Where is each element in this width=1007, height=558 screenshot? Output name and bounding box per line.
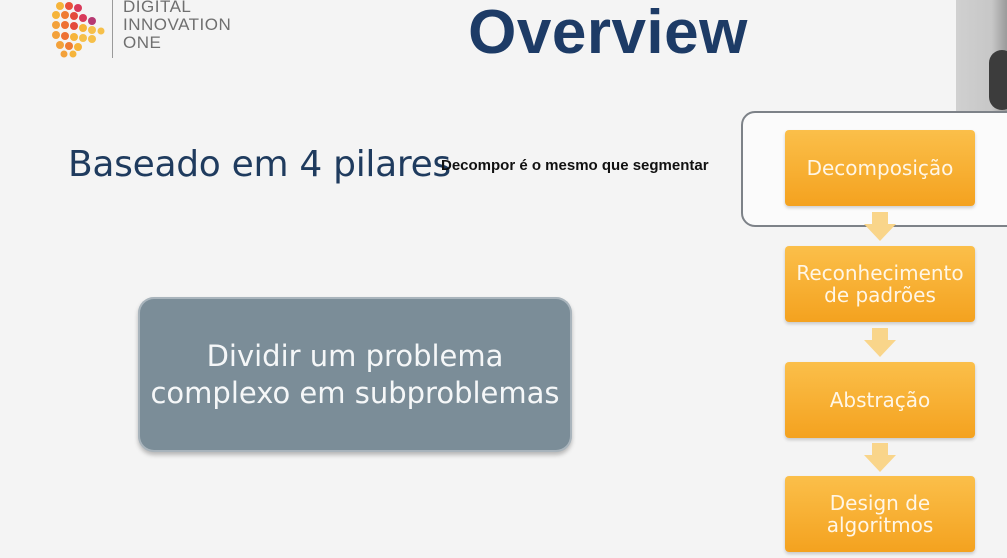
logo-line-3: ONE [123, 33, 162, 52]
webcam-thumbnail [956, 0, 1007, 111]
pillar-design-algoritmos: Design de algoritmos [785, 476, 975, 552]
logo-dots-icon [52, 2, 105, 58]
pillar-label-line-1: Reconhecimento [796, 261, 964, 285]
logo-divider [112, 0, 113, 58]
logo-line-1: DIGITAL [123, 0, 192, 16]
pillar-abstracao: Abstração [785, 362, 975, 438]
logo-line-2: INNOVATION [123, 15, 232, 34]
pillar-label-line-1: Design de [829, 491, 931, 515]
down-arrow-icon [864, 212, 896, 241]
definition-box: Dividir um problema complexo em subprobl… [138, 297, 572, 452]
down-arrow-icon [864, 328, 896, 357]
slide-subtitle: Baseado em 4 pilares [68, 144, 451, 185]
pillar-decomposicao: Decomposição [785, 130, 975, 206]
annotation-note: Decompor é o mesmo que segmentar [441, 157, 709, 174]
pillar-label-line-1: Abstração [829, 388, 931, 412]
presenter-silhouette [989, 50, 1007, 110]
pillar-reconhecimento: Reconhecimento de padrões [785, 246, 975, 322]
pillar-label-line-1: Decomposição [806, 156, 954, 180]
definition-line-2: complexo em subproblemas [150, 375, 560, 410]
logo-text: DIGITAL INNOVATION ONE [123, 0, 231, 52]
pillar-label-line-2: algoritmos [826, 513, 934, 537]
definition-line-1: Dividir um problema [206, 338, 504, 373]
digital-innovation-one-logo: DIGITAL INNOVATION ONE [50, 0, 231, 62]
pillar-label-line-2: de padrões [824, 283, 936, 307]
down-arrow-icon [864, 443, 896, 472]
slide-title: Overview [468, 0, 748, 67]
